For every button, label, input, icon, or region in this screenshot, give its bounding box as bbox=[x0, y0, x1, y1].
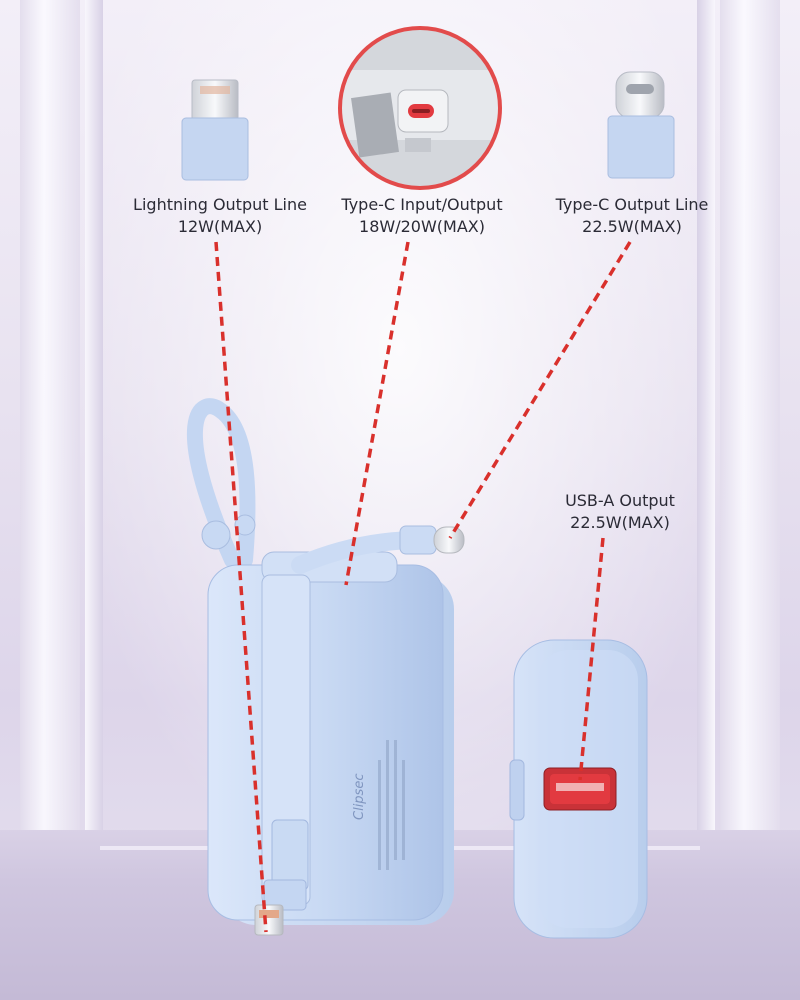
brand-logo-text: Clipsec bbox=[352, 773, 367, 820]
right-pillar bbox=[720, 0, 780, 850]
usba-output-power: 22.5W(MAX) bbox=[570, 513, 670, 532]
usba-output-label: USB-A Output 22.5W(MAX) bbox=[540, 490, 700, 534]
typec-io-label: Type-C Input/Output 18W/20W(MAX) bbox=[322, 194, 522, 238]
usba-output-title: USB-A Output bbox=[565, 491, 675, 510]
callout-lines bbox=[214, 241, 632, 933]
lightning-output-label: Lightning Output Line 12W(MAX) bbox=[120, 194, 320, 238]
typec-io-leader-line bbox=[344, 241, 410, 586]
typec-io-title: Type-C Input/Output bbox=[341, 195, 503, 214]
usba-leader-line bbox=[578, 537, 605, 781]
lightning-output-power: 12W(MAX) bbox=[177, 217, 263, 236]
brand-logo: Clipsec bbox=[352, 774, 367, 820]
typec-line-label: Type-C Output Line 22.5W(MAX) bbox=[540, 194, 724, 238]
lightning-connector-icon bbox=[181, 79, 249, 181]
typec-connector-icon bbox=[607, 71, 675, 179]
power-bank-side bbox=[509, 639, 648, 939]
power-bank-main bbox=[186, 398, 465, 936]
typec-line-leader-line bbox=[448, 241, 632, 539]
left-pillar bbox=[20, 0, 80, 850]
typec-line-title: Type-C Output Line bbox=[555, 195, 709, 214]
right-frame bbox=[697, 0, 715, 860]
typec-io-power: 18W/20W(MAX) bbox=[359, 217, 485, 236]
left-frame bbox=[85, 0, 103, 860]
typec-line-power: 22.5W(MAX) bbox=[582, 217, 682, 236]
magnifier-closeup bbox=[338, 26, 502, 190]
lightning-output-title: Lightning Output Line bbox=[133, 195, 307, 214]
lightning-leader-line bbox=[214, 241, 268, 933]
